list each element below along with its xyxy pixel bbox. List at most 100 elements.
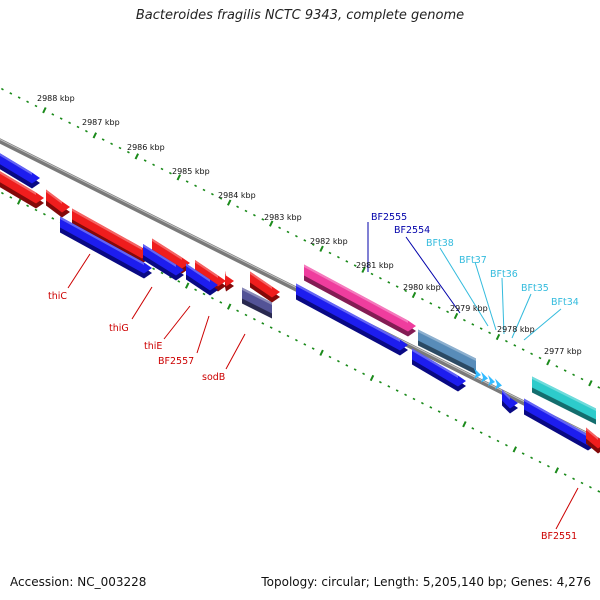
minor-tick xyxy=(160,167,164,171)
gene-sodB xyxy=(242,287,272,319)
minor-tick xyxy=(9,92,13,95)
trna-chevron-4 xyxy=(495,378,502,390)
gene-layer xyxy=(0,153,600,454)
gene-steel xyxy=(418,329,476,375)
leader-BFt37 xyxy=(474,261,497,331)
minor-tick xyxy=(126,150,130,154)
tick-label: 2985 kbp xyxy=(172,167,210,176)
gene-red-left-2 xyxy=(46,189,70,218)
gene-BF2555 xyxy=(304,264,416,337)
major-tick xyxy=(546,359,551,366)
gene-BF2551-highlight xyxy=(586,427,598,440)
minor-tick xyxy=(42,212,46,216)
minor-tick xyxy=(395,285,399,288)
leader-BF2554 xyxy=(405,236,461,314)
gene-BF2551 xyxy=(586,427,600,454)
minor-tick xyxy=(572,477,576,481)
minor-tick xyxy=(588,485,592,489)
minor-tick xyxy=(429,302,433,305)
map-title: Bacteroides fragilis NCTC 9343, complete… xyxy=(135,8,465,23)
leader-BF2551 xyxy=(555,487,579,530)
accession-text: Accession: NC_003228 xyxy=(10,575,147,589)
minor-tick xyxy=(118,146,122,150)
minor-tick xyxy=(202,188,206,192)
minor-tick xyxy=(269,326,273,329)
major-tick xyxy=(184,282,190,289)
minor-tick xyxy=(546,464,550,468)
minor-tick xyxy=(454,418,458,422)
trna-chevrons xyxy=(474,368,502,390)
minor-tick xyxy=(210,192,214,196)
gene-teal xyxy=(532,376,596,425)
minor-tick xyxy=(555,365,559,368)
minor-tick xyxy=(563,369,567,372)
leader-thiC xyxy=(67,253,91,289)
gene-BF2554 xyxy=(296,283,408,356)
gene-label-BFt35: BFt35 xyxy=(521,283,549,294)
gene-label-BFt34: BFt34 xyxy=(551,297,579,308)
minor-tick xyxy=(479,431,483,434)
minor-tick xyxy=(479,327,483,330)
minor-tick xyxy=(387,385,391,388)
major-tick xyxy=(512,446,518,453)
minor-tick xyxy=(17,96,21,99)
major-tick xyxy=(134,153,140,160)
minor-tick xyxy=(26,100,30,104)
minor-tick xyxy=(412,397,416,401)
gene-sodB-adjacent-highlight xyxy=(250,271,272,289)
minor-tick xyxy=(311,243,315,246)
leader-BF2557 xyxy=(196,315,210,354)
minor-tick xyxy=(278,226,282,230)
tick-label: 2977 kbp xyxy=(544,347,582,356)
gene-blue-5 xyxy=(524,398,596,451)
gene-blue-left-top-highlight xyxy=(0,153,32,175)
gene-BF2557 xyxy=(186,263,218,296)
minor-tick xyxy=(328,251,332,255)
tick-label: 2980 kbp xyxy=(403,283,441,292)
minor-tick xyxy=(597,490,600,493)
minor-tick xyxy=(210,296,214,300)
tick-label: 2987 kbp xyxy=(82,118,120,127)
gene-blue-4-highlight xyxy=(502,389,510,400)
minor-tick xyxy=(563,473,567,476)
major-tick xyxy=(361,266,366,273)
gene-label-BFt38: BFt38 xyxy=(426,238,454,249)
major-tick xyxy=(319,245,324,252)
minor-tick xyxy=(294,234,298,238)
leader-BFt36 xyxy=(501,277,505,335)
leader-BFt34 xyxy=(523,308,562,341)
minor-tick xyxy=(168,171,172,175)
trna-chevron-2 xyxy=(481,371,488,383)
minor-tick xyxy=(261,322,265,325)
minor-tick xyxy=(244,209,248,213)
gene-label-BF2554: BF2554 xyxy=(394,225,430,236)
tick-label: 2986 kbp xyxy=(127,143,165,152)
minor-tick xyxy=(194,184,198,188)
gene-blue-4 xyxy=(502,389,518,414)
minor-tick xyxy=(236,309,240,313)
major-tick xyxy=(495,333,501,341)
gene-small-red-highlight xyxy=(225,271,226,278)
minor-tick xyxy=(26,204,30,208)
minor-tick xyxy=(294,338,298,342)
major-tick xyxy=(319,349,324,356)
tick-label: 2981 kbp xyxy=(356,261,394,270)
minor-tick xyxy=(76,125,80,129)
leader-BFt35 xyxy=(511,293,532,339)
gene-blue-1 xyxy=(60,216,152,279)
major-tick xyxy=(554,467,560,474)
minor-tick xyxy=(101,138,105,141)
minor-tick xyxy=(488,331,492,335)
gene-label-BF2551: BF2551 xyxy=(541,531,577,542)
minor-tick xyxy=(395,389,399,392)
gene-label-thiC: thiC xyxy=(48,291,67,302)
tick-label: 2988 kbp xyxy=(37,94,75,103)
major-tick xyxy=(176,174,182,181)
tick-label: 2979 kbp xyxy=(450,304,488,313)
gene-sodB-body xyxy=(242,287,272,314)
minor-tick xyxy=(362,372,366,376)
minor-tick xyxy=(572,373,576,377)
minor-tick xyxy=(51,113,55,116)
